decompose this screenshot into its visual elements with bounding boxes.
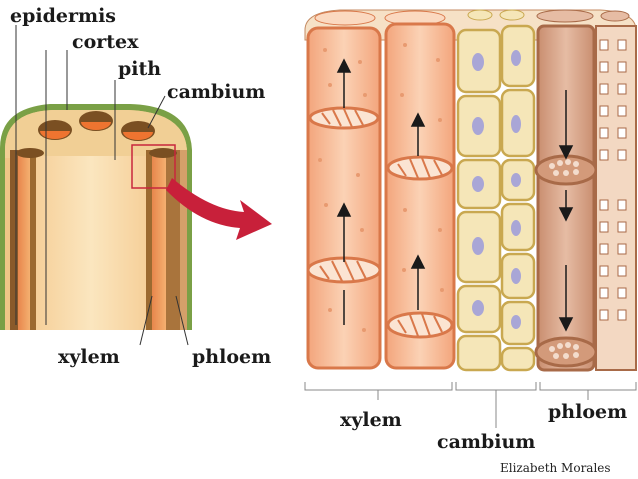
- label-cortex: cortex: [72, 31, 139, 53]
- xylem-vessel-2: [384, 22, 456, 370]
- region-brackets: [304, 382, 637, 428]
- xylem-pits: [318, 43, 444, 332]
- label-cambium: cambium: [167, 81, 265, 103]
- label-phloem-left: phloem: [192, 346, 271, 368]
- top-bundles: [16, 111, 177, 158]
- bundle-left-xylem: [18, 150, 30, 330]
- label-epidermis: epidermis: [10, 5, 116, 27]
- zoom-box: [131, 144, 176, 189]
- cambium-cells: [456, 24, 536, 372]
- zoom-arrow: [166, 178, 272, 240]
- label-cambium-right: cambium: [437, 431, 535, 453]
- companion-cells: [595, 25, 637, 371]
- bundle-left-cambium: [30, 150, 36, 330]
- leader-lines-left: [15, 25, 189, 346]
- bundle-left-phloem: [10, 150, 18, 330]
- xylem-flow-arrows: [336, 58, 426, 325]
- bundle-right-cambium: [146, 150, 152, 330]
- phloem-flow-arrows: [558, 90, 574, 332]
- label-xylem-left: xylem: [58, 346, 120, 368]
- stem-pith: [36, 156, 146, 330]
- bundle-right-xylem: [152, 150, 166, 330]
- phloem-sieve-tube: [534, 24, 598, 372]
- label-pith: pith: [118, 58, 161, 80]
- enlarged-tissue: [304, 9, 637, 372]
- label-phloem-right: phloem: [548, 401, 627, 423]
- artist-credit: Elizabeth Morales: [500, 461, 611, 475]
- stem-cutaway: [0, 104, 192, 330]
- cambium-nuclei: [472, 50, 521, 329]
- label-xylem-right: xylem: [340, 409, 402, 431]
- bundle-right-outer: [180, 150, 187, 330]
